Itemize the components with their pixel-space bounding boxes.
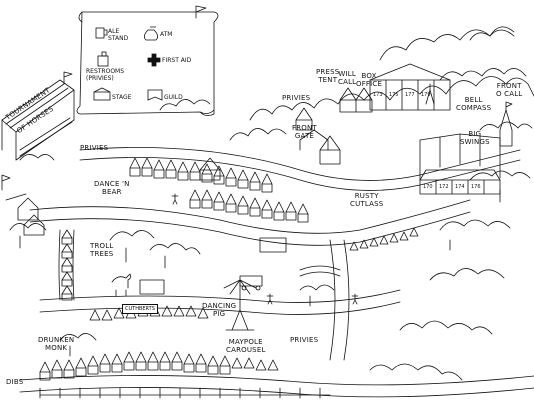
maypole-carousel-label: MAYPOLE CAROUSEL: [226, 338, 266, 354]
big-swings: [419, 133, 501, 181]
will-call-label: WILL CALL: [338, 70, 357, 86]
front-gate-label: FRONT GATE: [292, 124, 317, 140]
legend-stage-label: STAGE: [112, 94, 132, 101]
privies-left-label: PRIVIES: [80, 144, 109, 152]
stage-icon: [93, 91, 111, 101]
moneybag-icon: [144, 26, 158, 41]
path-middle: [29, 199, 471, 234]
booth-number: 170: [423, 184, 433, 190]
booth-number: 172: [439, 184, 449, 190]
legend-restrooms-label: RESTROOMS (PRIVIES): [86, 68, 125, 82]
dancing-pig-label: DANCING PIG: [202, 302, 237, 318]
troll-trees-label: TROLL TREES: [90, 242, 114, 258]
front-gate: [299, 129, 329, 151]
booth-row-upper: [129, 157, 273, 193]
stage-right: [259, 237, 287, 253]
guild-banner-icon: [147, 89, 163, 101]
legend-icons: [93, 26, 163, 101]
privies-top-label: PRIVIES: [282, 94, 311, 102]
legend-ale-stand-label: ALE STAND: [108, 28, 129, 42]
booth-number: 179: [421, 92, 431, 98]
press-tent-label: PRESS TENT: [316, 68, 340, 84]
cross-icon: [147, 53, 161, 67]
box-office-label: BOX OFFICE: [356, 72, 383, 88]
path-upper: [79, 147, 521, 181]
booth-number: 174: [455, 184, 465, 190]
legend-first-aid-label: FIRST AID: [162, 57, 192, 64]
booth-number: 177: [405, 92, 415, 98]
mug-icon: [95, 27, 105, 39]
booth-number: 175: [389, 92, 399, 98]
booth-column-left: [61, 229, 209, 321]
booth-row-middle: [189, 189, 419, 251]
privies-bottom-label: PRIVIES: [290, 336, 319, 344]
booth-number: 176: [471, 184, 481, 190]
tournament-stand: [1, 79, 75, 133]
dancing-bear-label: DANCE 'N BEAR: [94, 180, 130, 196]
drunken-monk-label: DRUNKEN MONK: [38, 336, 75, 352]
forest-top-right: [249, 76, 534, 121]
legend-guild-label: GUILD: [164, 94, 183, 101]
bell-compass-label: BELL COMPASS: [456, 96, 492, 112]
dibs-label: DIBS: [6, 378, 24, 386]
hall-top: [319, 135, 341, 165]
legend-atm-label: ATM: [160, 31, 173, 38]
front-o-call-label: FRONT O CALL: [496, 82, 523, 98]
booth-grid: [369, 63, 501, 195]
booth-row-bottom: [39, 351, 279, 381]
rusty-cutlass-label: RUSTY CUTLASS: [350, 192, 384, 208]
cuthberts-sign: CUTHBERTS: [122, 304, 158, 314]
restroom-icon: [97, 55, 109, 67]
legend-scroll: [76, 11, 219, 116]
booth-number: 173: [373, 92, 383, 98]
path-lower: [39, 289, 401, 303]
big-swings-label: BIG SWINGS: [460, 130, 490, 146]
stage-middle: [139, 279, 165, 295]
path-bottom: [19, 375, 534, 386]
